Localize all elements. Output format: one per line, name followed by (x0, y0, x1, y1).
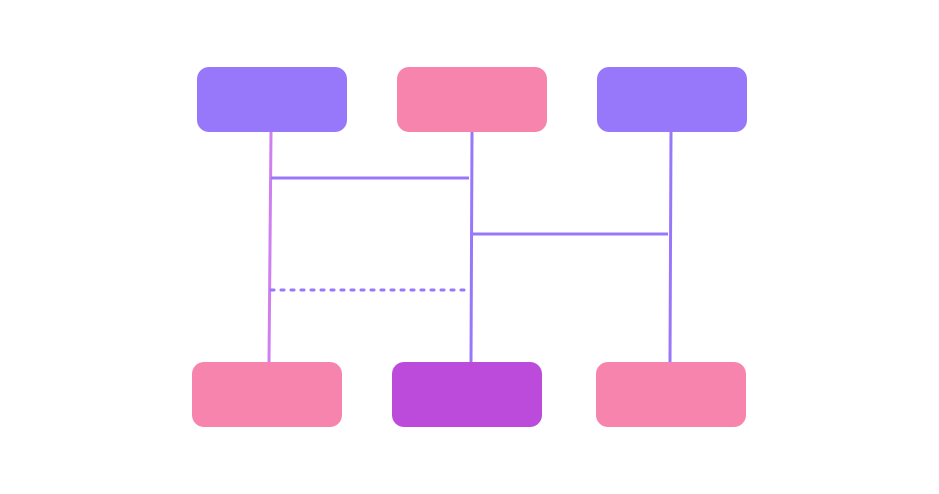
lifelines (267, 131, 673, 363)
lifeline-p1 (267, 131, 273, 363)
lifeline-p3 (668, 131, 673, 363)
participant-box-top-p1 (197, 67, 347, 132)
participant-box-bottom-p3 (596, 362, 746, 427)
participant-box-shape (397, 67, 547, 132)
participant-box-bottom-p1 (192, 362, 342, 427)
participant-boxes (192, 67, 747, 427)
participant-box-shape (596, 362, 746, 427)
participant-box-bottom-p2 (392, 362, 542, 427)
participant-box-shape (392, 362, 542, 427)
participant-box-shape (597, 67, 747, 132)
participant-box-shape (192, 362, 342, 427)
participant-box-shape (197, 67, 347, 132)
lifeline-p2 (469, 131, 474, 363)
participant-box-top-p2 (397, 67, 547, 132)
messages (269, 176, 668, 292)
participant-box-top-p3 (597, 67, 747, 132)
